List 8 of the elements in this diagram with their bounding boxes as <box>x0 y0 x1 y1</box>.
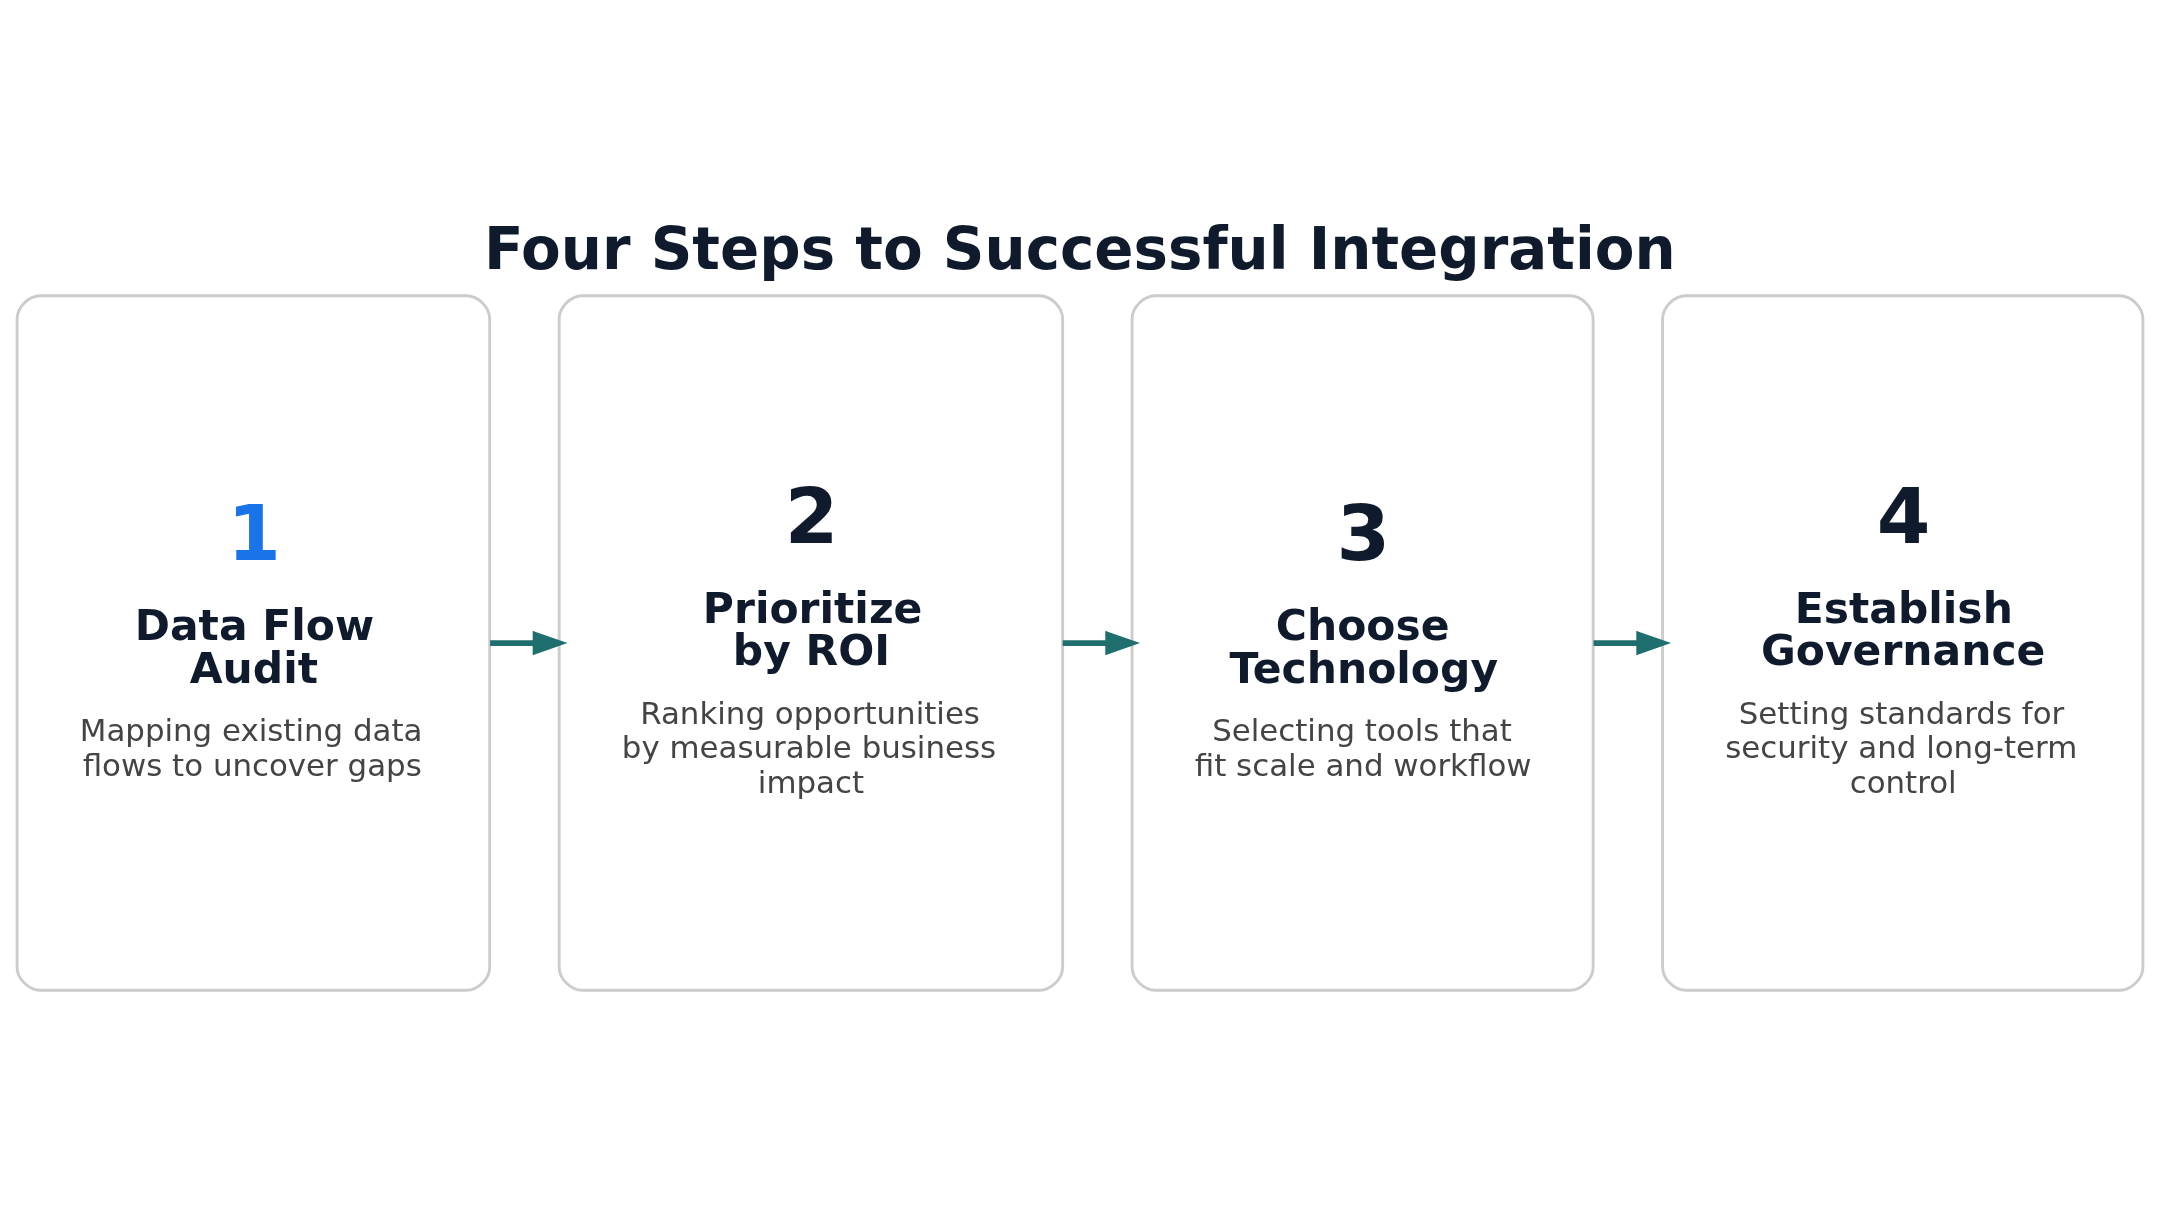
diagram-title: Four Steps to Successful Integration <box>483 214 1676 283</box>
node-box: 1 Data Flow Audit Mapping existing data flows to uncover gaps <box>15 293 492 992</box>
arrow <box>1062 630 1141 655</box>
node-box: 4 Establish Governance Setting standards for security and long-term control <box>1661 293 2145 992</box>
node-box: 3 Choose Technology Selecting tools that fit scale and workflow <box>1130 293 1595 992</box>
arrow <box>1593 630 1672 655</box>
node-box: 2 Prioritize by ROI Ranking opportunities by measurable business impact <box>557 293 1065 992</box>
arrow <box>490 630 568 655</box>
